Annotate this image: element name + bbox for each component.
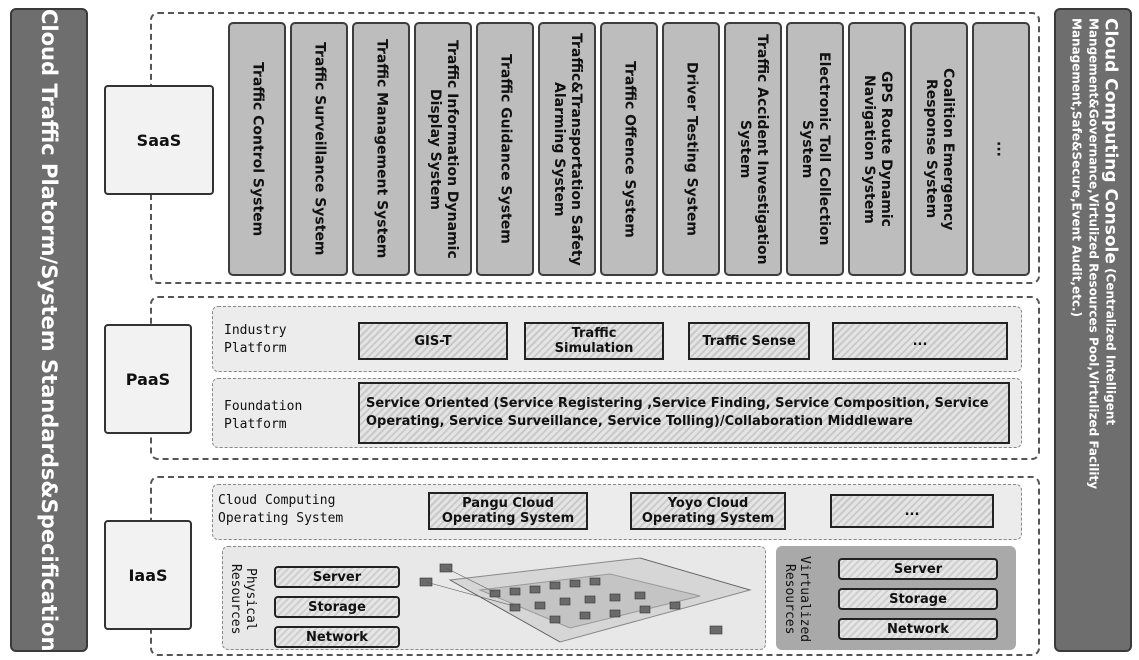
saas-system: Traffic Management System <box>352 22 410 276</box>
industry-item-traffic-simulation: Traffic Simulation <box>524 322 664 360</box>
os-item-yoyo: Yoyo Cloud Operating System <box>630 492 786 530</box>
saas-system: Coalition Emergency Response System <box>910 22 968 276</box>
saas-system: Traffic Accident Investigation System <box>724 22 782 276</box>
foundation-platform-label: Foundation Platform <box>224 399 303 432</box>
saas-system: Traffic Information Dynamic Display Syst… <box>414 22 472 276</box>
physical-network: Network <box>274 626 400 648</box>
saas-system: ... <box>972 22 1030 276</box>
industry-item-gis-t: GIS-T <box>358 322 508 360</box>
industry-item-traffic-sense: Traffic Sense <box>688 322 810 360</box>
saas-system: Electronic Toll Collection System <box>786 22 844 276</box>
saas-system: Traffic&Transportation Safety Alarming S… <box>538 22 596 276</box>
standards-label: Cloud Traffic Platorm/System Standards&S… <box>37 8 61 652</box>
saas-system: Traffic Control System <box>228 22 286 276</box>
virtualized-resources-label: Virtualized Resources <box>782 555 812 643</box>
standards-bar: Cloud Traffic Platorm/System Standards&S… <box>10 8 88 652</box>
physical-resources-label: Physical Resources <box>228 563 258 635</box>
physical-server: Server <box>274 566 400 588</box>
foundation-service-box: Service Oriented (Service Registering ,S… <box>358 382 1010 444</box>
os-item-pangu: Pangu Cloud Operating System <box>428 492 588 530</box>
saas-system: Traffic Guidance System <box>476 22 534 276</box>
os-item-more: ... <box>830 494 994 528</box>
saas-systems: Traffic Control System Traffic Surveilla… <box>228 22 1030 276</box>
saas-system: Traffic Offence System <box>600 22 658 276</box>
console-text: Cloud Computing Console (Centralized Int… <box>1068 18 1121 648</box>
console-title: Cloud Computing Console <box>1100 18 1121 264</box>
network-illustration <box>419 557 752 643</box>
physical-storage: Storage <box>274 596 400 618</box>
console-bar: Cloud Computing Console (Centralized Int… <box>1054 8 1132 652</box>
saas-system: Traffic Surveillance System <box>290 22 348 276</box>
cloud-os-label: Cloud Computing Operating System <box>218 493 344 526</box>
industry-platform-label: Industry Platform <box>224 323 287 356</box>
paas-tag: PaaS <box>104 324 192 434</box>
saas-system: GPS Route Dynamic Navigation System <box>848 22 906 276</box>
virtual-server: Server <box>838 558 998 580</box>
industry-item-more: ... <box>832 322 1008 360</box>
virtual-storage: Storage <box>838 588 998 610</box>
console-detail: (Centralized Intelligent Mangement&Gover… <box>1069 18 1118 490</box>
saas-system: Driver Testing System <box>662 22 720 276</box>
virtual-network: Network <box>838 618 998 640</box>
saas-tag: SaaS <box>104 85 214 195</box>
iaas-tag: IaaS <box>104 520 192 630</box>
